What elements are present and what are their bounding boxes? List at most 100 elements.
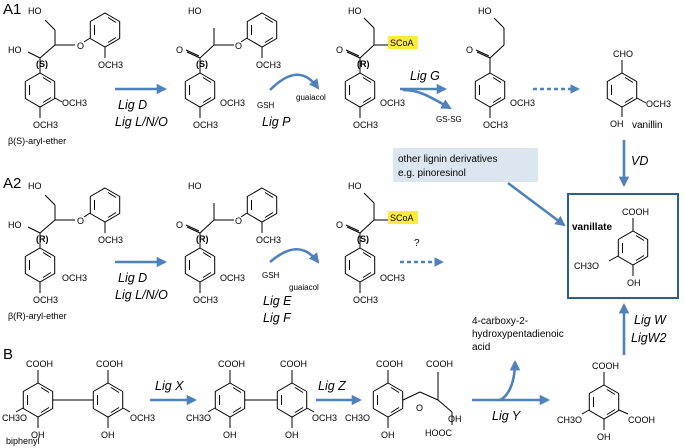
och3-label-m5b: OCH3 xyxy=(62,273,87,283)
scoa-highlight-a1 xyxy=(388,36,418,49)
cooh-label-b1a: COOH xyxy=(26,359,53,369)
enzyme-lig-x: Lig X xyxy=(155,379,184,393)
stereo-tag-m7: (S) xyxy=(357,234,369,244)
och3-label-m5c: OCH3 xyxy=(33,295,58,305)
cooh-label-b1b: COOH xyxy=(96,359,123,369)
arrow-a1-step2 xyxy=(269,73,320,91)
och3-label-m6b: OCH3 xyxy=(220,273,245,283)
scoa-label-a1: SCoA xyxy=(390,38,414,48)
o-label-b3: O xyxy=(416,403,423,413)
guaiacol-label-a2: guaiacol xyxy=(289,283,319,292)
molecule-b-cleavage xyxy=(372,370,453,428)
oh-label-b2b: OH xyxy=(285,430,299,440)
enzyme-lig-y: Lig Y xyxy=(492,409,522,423)
o-label-m2b: O xyxy=(235,41,242,51)
oh-label-vanillin: OH xyxy=(610,119,624,129)
och3-label-b2: OCH3 xyxy=(312,413,337,423)
och3-label-m7b: OCH3 xyxy=(380,273,405,283)
oh-label-b3a: OH xyxy=(381,430,395,440)
cooh-label-b2a: COOH xyxy=(218,359,245,369)
enzyme-lig-d-a1: Lig D xyxy=(118,98,147,112)
molecule-vanillin xyxy=(606,60,647,117)
molecule-a1-propanone xyxy=(474,17,506,118)
oh-label-b4: OH xyxy=(597,432,611,442)
ho-label-m2: HO xyxy=(188,6,202,16)
other-lignin-line2: e.g. pinoresinol xyxy=(398,168,466,179)
o-label-m5: O xyxy=(77,216,84,226)
oh-label-b3b: OH xyxy=(448,414,462,424)
s-aryl-ether-label: β(S)-aryl-ether xyxy=(8,136,66,146)
enzyme-lig-g: Lig G xyxy=(410,69,440,83)
o-label-m7: O xyxy=(336,220,343,230)
och3-label-m4b: OCH3 xyxy=(510,98,535,108)
arrow-b-side-product xyxy=(499,359,521,402)
enzyme-vd: VD xyxy=(631,154,648,168)
o-label-m4: O xyxy=(466,45,473,55)
cooh-label-b3a: COOH xyxy=(376,359,403,369)
arrow-a2-step2 xyxy=(269,247,320,264)
oh-label-b1a: OH xyxy=(31,430,45,440)
ho-label-m1: HO xyxy=(28,6,42,16)
stereo-tag-m3: (R) xyxy=(357,59,370,69)
oh-label-b1b: OH xyxy=(101,430,115,440)
ho-label-m5b: HO xyxy=(8,220,22,230)
molecule-a2-ketone xyxy=(184,187,278,293)
oh-label-b2a: OH xyxy=(223,430,237,440)
molecule-a2-scoa xyxy=(344,192,390,293)
och3-label-vanillin: OCH3 xyxy=(646,99,671,109)
ch3o-label-b3: CH3O xyxy=(345,413,370,423)
stereo-tag-m6: (R) xyxy=(196,234,209,244)
molecule-biphenyl xyxy=(15,370,131,428)
unknown-step-mark: ? xyxy=(414,238,420,249)
cooh-label-vanillate: COOH xyxy=(622,207,649,217)
och3-label-m6c: OCH3 xyxy=(193,295,218,305)
ch3o-label-b2: CH3O xyxy=(186,413,211,423)
ho-label-m4: HO xyxy=(478,6,492,16)
o-label-m1: O xyxy=(77,41,84,51)
enzyme-lig-d-a2: Lig D xyxy=(118,271,147,285)
molecule-r-aryl-ether xyxy=(24,187,121,293)
oh-label-vanillate: OH xyxy=(627,278,641,288)
cooh-label-b3b: COOH xyxy=(426,359,453,369)
molecule-vanillate xyxy=(608,218,649,276)
och3-label-m3c: OCH3 xyxy=(353,120,378,130)
other-lignin-box xyxy=(393,148,538,182)
cooh-label-b2b: COOH xyxy=(280,359,307,369)
molecule-a1-scoa xyxy=(344,17,390,118)
och3-label-m6a: OCH3 xyxy=(256,235,281,245)
ho-label-m3: HO xyxy=(348,6,362,16)
och3-label-m2b: OCH3 xyxy=(220,98,245,108)
carboxy-label-line2: hydroxypentadienoic xyxy=(472,329,564,340)
ch3o-label-vanillate: CH3O xyxy=(574,261,599,271)
cooh-label-b4a: COOH xyxy=(592,361,619,371)
molecule-5-carboxyvanillate xyxy=(581,372,629,430)
hooc-label-b3: HOOC xyxy=(425,428,453,438)
carboxy-label-line1: 4-carboxy-2- xyxy=(472,316,528,327)
vanillate-label: vanillate xyxy=(572,222,612,233)
cho-label: CHO xyxy=(613,49,633,59)
other-lignin-line1: other lignin derivatives xyxy=(398,154,498,165)
cooh-label-b4b: COOH xyxy=(628,415,655,425)
ch3o-label-b4: CH3O xyxy=(557,415,582,425)
carboxy-label-line3: acid xyxy=(472,342,490,353)
enzyme-lig-z: Lig Z xyxy=(318,379,346,393)
o-label-m6a: O xyxy=(176,220,183,230)
o-label-m6b: O xyxy=(235,216,242,226)
enzyme-lig-lno-a2: Lig L/N/O xyxy=(115,288,168,302)
guaiacol-label-a1: guaiacol xyxy=(296,93,326,102)
och3-label-m1c: OCH3 xyxy=(33,120,58,130)
molecule-s-aryl-ether xyxy=(24,12,121,118)
o-label-m3: O xyxy=(336,45,343,55)
ch3o-label-b1: CH3O xyxy=(2,413,27,423)
section-b-label: B xyxy=(3,346,13,363)
section-a2-label: A2 xyxy=(3,175,21,192)
scoa-highlight-a2 xyxy=(388,211,418,224)
arrow-a1-gssg xyxy=(402,88,452,110)
gssg-label: GS-SG xyxy=(436,115,462,124)
enzyme-lig-f: Lig F xyxy=(263,311,292,325)
och3-label-b1: OCH3 xyxy=(130,413,155,423)
scoa-label-a2: SCoA xyxy=(390,213,414,223)
stereo-tag-m1: (S) xyxy=(36,59,48,69)
enzyme-lig-w2: LigW2 xyxy=(631,331,666,345)
